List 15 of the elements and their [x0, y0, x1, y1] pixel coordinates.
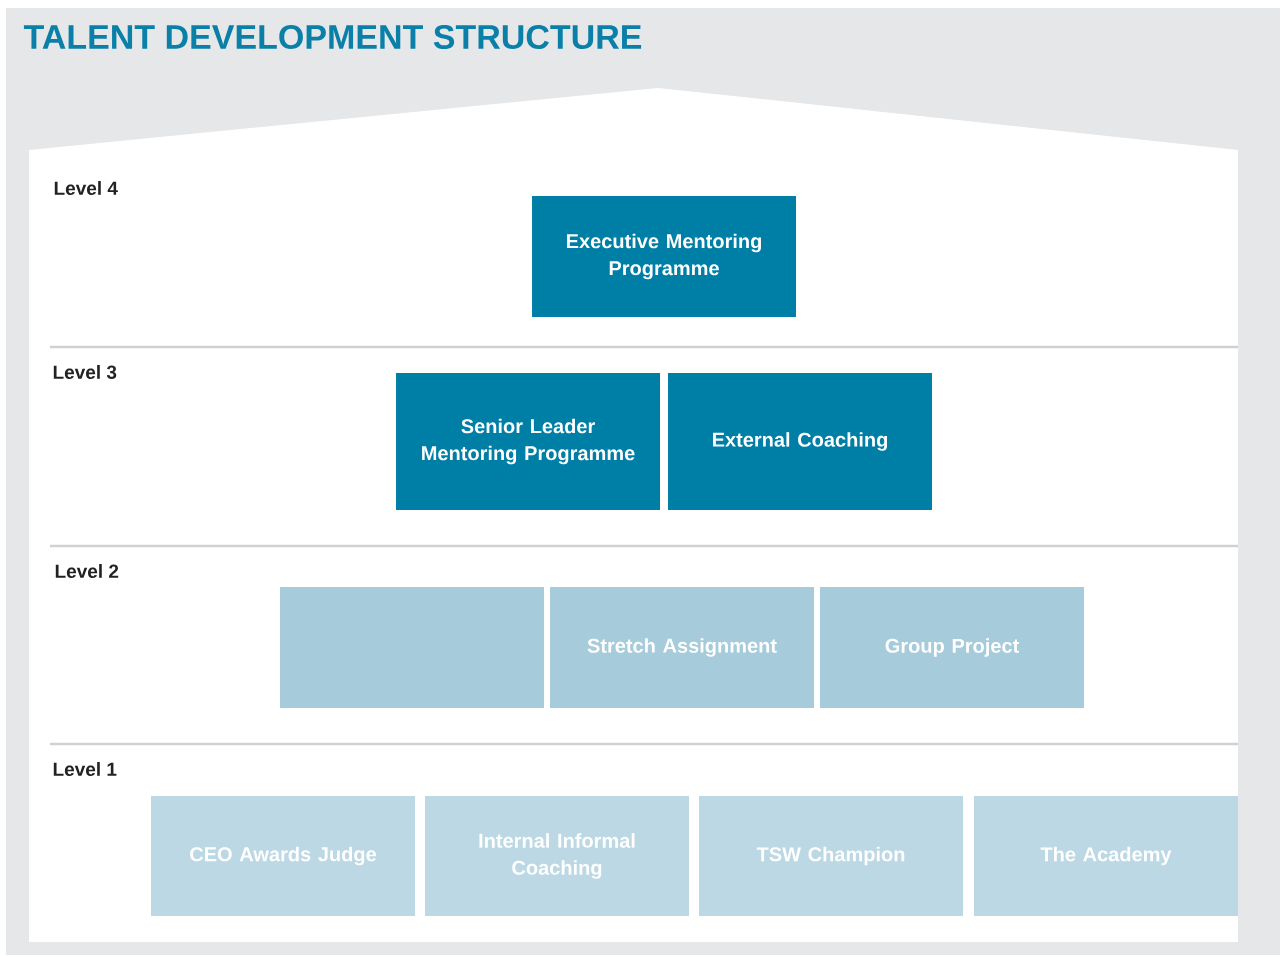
level-label: Level 3: [53, 365, 117, 379]
title: TALENT DEVELOPMENT STRUCTURE: [23, 24, 642, 49]
program-box: Executive Mentoring Programme: [532, 196, 796, 317]
program-box: Senior Leader Mentoring Programme: [396, 373, 660, 510]
program-box: Stretch Assignment: [550, 587, 814, 708]
program-box: TSW Champion: [699, 796, 963, 916]
level-label: Level 2: [55, 564, 119, 578]
level-label: Level 4: [54, 181, 118, 195]
program-box: Group Project: [820, 587, 1084, 708]
level-label: Level 1: [53, 762, 117, 776]
program-box: CEO Awards Judge: [151, 796, 415, 916]
program-box: External Coaching: [668, 373, 932, 510]
program-box: The Academy: [974, 796, 1238, 916]
program-box: Internal Informal Coaching: [425, 796, 689, 916]
program-box: [280, 587, 544, 708]
